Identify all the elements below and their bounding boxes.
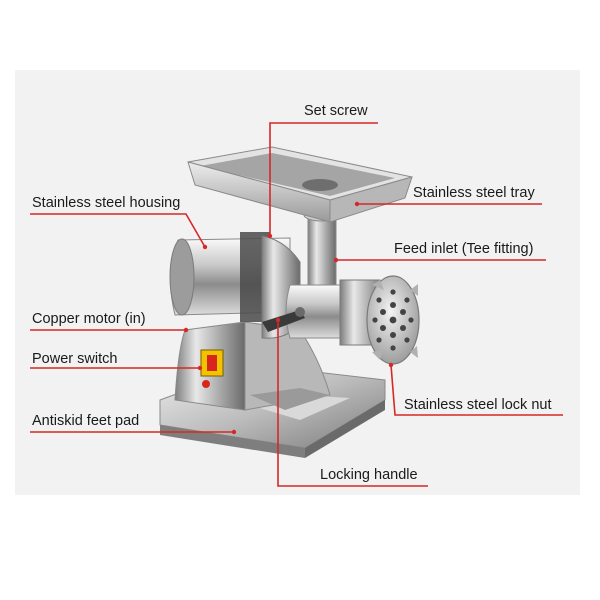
- locking-handle: [262, 307, 305, 332]
- leader-motor: [30, 327, 189, 333]
- label-copper-motor: Copper motor (in): [32, 311, 146, 327]
- leader-tray: [354, 201, 542, 207]
- label-antiskid-feet-pad: Antiskid feet pad: [32, 413, 140, 429]
- label-stainless-steel-tray: Stainless steel tray: [413, 185, 535, 201]
- label-power-switch: Power switch: [32, 351, 118, 367]
- label-stainless-steel-housing: Stainless steel housing: [32, 195, 181, 211]
- label-locking-handle: Locking handle: [320, 467, 418, 483]
- leader-locking-handle: [275, 317, 428, 487]
- tray: [187, 146, 413, 223]
- motor-housing: [169, 232, 301, 339]
- label-set-screw: Set screw: [304, 103, 368, 119]
- leader-housing: [30, 213, 208, 250]
- label-feed-inlet: Feed inlet (Tee fitting): [394, 241, 534, 257]
- leader-lock-nut: [388, 362, 563, 416]
- label-lock-nut: Stainless steel lock nut: [404, 397, 552, 413]
- leader-feed-inlet: [333, 257, 546, 263]
- leader-power-switch: [30, 365, 203, 371]
- leader-set-screw: [267, 122, 378, 239]
- power-switch: [200, 349, 224, 388]
- leader-feet-pad: [30, 429, 237, 435]
- lock-nut-plate: [366, 275, 420, 365]
